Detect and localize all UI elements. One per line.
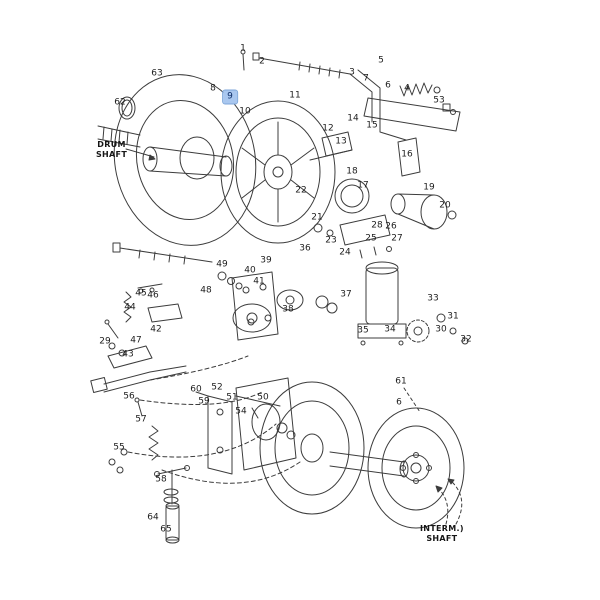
retainer-ring (118, 96, 136, 120)
bottom-left-hardware (108, 397, 190, 544)
part-callout-11[interactable]: 11 (289, 90, 301, 101)
part-callout-49[interactable]: 49 (216, 259, 228, 270)
part-callout-25[interactable]: 25 (365, 233, 377, 244)
part-callout-41[interactable]: 41 (253, 276, 265, 287)
part-callout-48[interactable]: 48 (200, 285, 212, 296)
part-callout-17[interactable]: 17 (357, 180, 369, 191)
part-callout-1[interactable]: 1 (240, 43, 246, 54)
part-callout-38[interactable]: 38 (282, 304, 294, 315)
part-callout-8[interactable]: 8 (210, 83, 216, 94)
part-callout-29[interactable]: 29 (99, 336, 111, 347)
part-callout-32[interactable]: 32 (460, 334, 472, 345)
mounting-plate (231, 271, 338, 341)
pedal-lever (90, 365, 187, 394)
part-callout-53[interactable]: 53 (433, 95, 445, 106)
part-callout-43[interactable]: 43 (122, 349, 134, 360)
part-callout-6[interactable]: 6 (396, 397, 402, 408)
part-callout-23[interactable]: 23 (325, 235, 337, 246)
part-callout-30[interactable]: 30 (435, 324, 447, 335)
part-callout-57[interactable]: 57 (135, 414, 147, 425)
part-callout-2[interactable]: 2 (259, 56, 265, 67)
hardware-cluster (313, 214, 392, 259)
part-callout-35[interactable]: 35 (357, 325, 369, 336)
part-callout-51[interactable]: 51 (226, 392, 238, 403)
bearing-and-cone (309, 131, 457, 230)
drum-shaft-label: DRUM SHAFT (96, 140, 128, 159)
part-callout-55[interactable]: 55 (113, 442, 125, 453)
part-callout-40[interactable]: 40 (244, 265, 256, 276)
part-callout-13[interactable]: 13 (335, 136, 347, 147)
part-callout-58[interactable]: 58 (155, 474, 167, 485)
part-callout-15[interactable]: 15 (366, 120, 378, 131)
label-leaders (435, 478, 463, 525)
part-callout-20[interactable]: 20 (439, 200, 451, 211)
interm-shaft-label: INTERM.) SHAFT (420, 524, 464, 543)
clutch-disc (220, 100, 336, 244)
part-callout-64[interactable]: 64 (147, 512, 159, 523)
part-callout-62[interactable]: 62 (114, 97, 126, 108)
return-spring (148, 425, 159, 461)
part-callout-27[interactable]: 27 (391, 233, 403, 244)
part-callout-46[interactable]: 46 (147, 290, 159, 301)
long-bolt (112, 242, 243, 290)
part-callout-14[interactable]: 14 (347, 113, 359, 124)
control-cables (127, 355, 301, 484)
part-callout-47[interactable]: 47 (130, 335, 142, 346)
part-callout-42[interactable]: 42 (150, 324, 162, 335)
part-callout-22[interactable]: 22 (295, 185, 307, 196)
part-callout-59[interactable]: 59 (198, 396, 210, 407)
part-callout-60[interactable]: 60 (190, 384, 202, 395)
part-callout-18[interactable]: 18 (346, 166, 358, 177)
part-callout-52[interactable]: 52 (211, 382, 223, 393)
part-callout-65[interactable]: 65 (160, 524, 172, 535)
part-callout-3[interactable]: 3 (349, 67, 355, 78)
part-callout-34[interactable]: 34 (384, 324, 396, 335)
part-callout-7[interactable]: 7 (363, 73, 369, 84)
part-callout-28[interactable]: 28 (371, 220, 383, 231)
part-callout-31[interactable]: 31 (447, 311, 459, 322)
part-callout-6[interactable]: 6 (385, 80, 391, 91)
part-callout-16[interactable]: 16 (401, 149, 413, 160)
part-callout-10[interactable]: 10 (239, 106, 251, 117)
part-callout-45[interactable]: 45 (135, 288, 147, 299)
top-bolt-rod (240, 49, 351, 79)
idler-linkage (349, 69, 461, 141)
pinion-gear (406, 313, 469, 345)
electric-clutch-motor (357, 261, 407, 346)
part-callout-63[interactable]: 63 (151, 68, 163, 79)
part-callout-37[interactable]: 37 (340, 289, 352, 300)
left-bracket-cluster (104, 283, 183, 369)
part-callout-36[interactable]: 36 (299, 243, 311, 254)
part-callout-54[interactable]: 54 (235, 406, 247, 417)
part-callout-39[interactable]: 39 (260, 255, 272, 266)
drum-shaft-stub (97, 125, 156, 161)
tension-spring (399, 82, 433, 97)
drum-disc (113, 74, 257, 246)
part-callout-5[interactable]: 5 (378, 55, 384, 66)
part-callout-12[interactable]: 12 (322, 123, 334, 134)
intermediate-pulleys (259, 381, 465, 529)
part-callout-44[interactable]: 44 (124, 302, 136, 313)
part-callout-21[interactable]: 21 (311, 212, 323, 223)
part-callout-33[interactable]: 33 (427, 293, 439, 304)
part-callout-26[interactable]: 26 (385, 221, 397, 232)
part-callout-9[interactable]: 9 (222, 89, 238, 105)
part-callout-24[interactable]: 24 (339, 247, 351, 258)
part-callout-4[interactable]: 4 (404, 83, 410, 94)
part-callout-61[interactable]: 61 (395, 376, 407, 387)
part-callout-19[interactable]: 19 (423, 182, 435, 193)
small-spring (123, 291, 132, 323)
part-callout-50[interactable]: 50 (257, 392, 269, 403)
part-callout-56[interactable]: 56 (123, 391, 135, 402)
